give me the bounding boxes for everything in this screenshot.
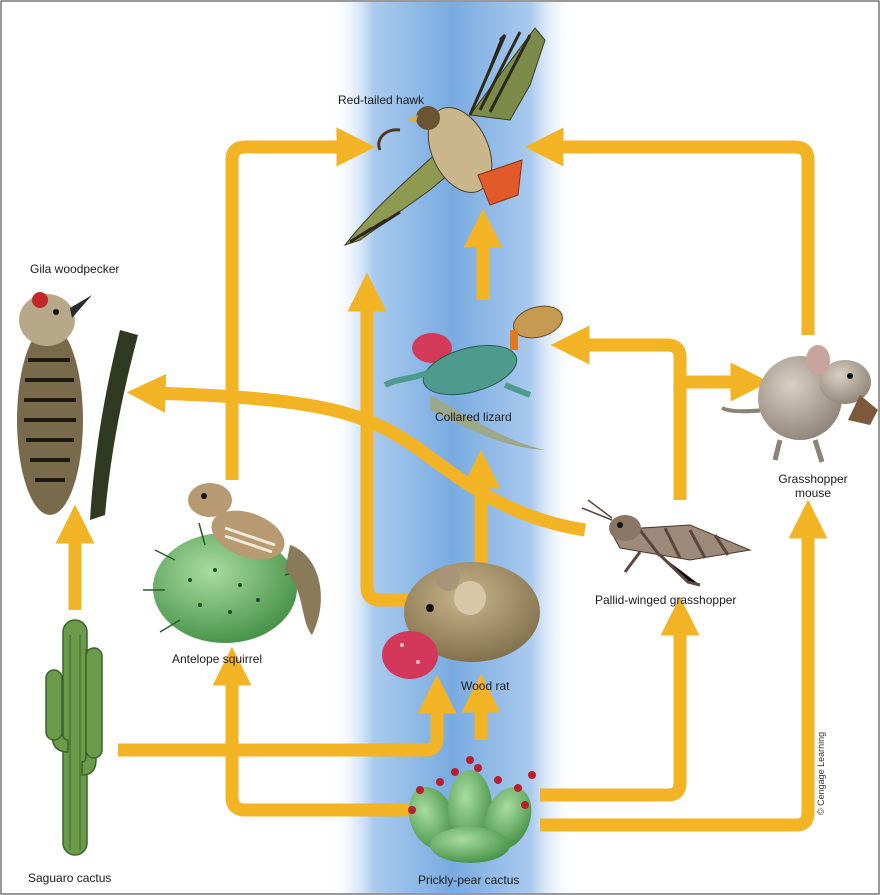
copyright-credit: © Cengage Learning [816,732,826,815]
label-collared-lizard: Collared lizard [435,410,512,424]
label-antelope-squirrel: Antelope squirrel [172,652,262,666]
label-saguaro-cactus: Saguaro cactus [28,871,111,885]
label-prickly-pear-cactus: Prickly-pear cactus [418,873,519,887]
label-wood-rat: Wood rat [461,679,509,693]
label-pallid-winged-grasshopper: Pallid-winged grasshopper [595,593,736,607]
label-red-tailed-hawk: Red-tailed hawk [338,93,424,107]
label-gila-woodpecker: Gila woodpecker [30,262,119,276]
label-grasshopper-mouse: Grasshopper mouse [768,472,858,500]
